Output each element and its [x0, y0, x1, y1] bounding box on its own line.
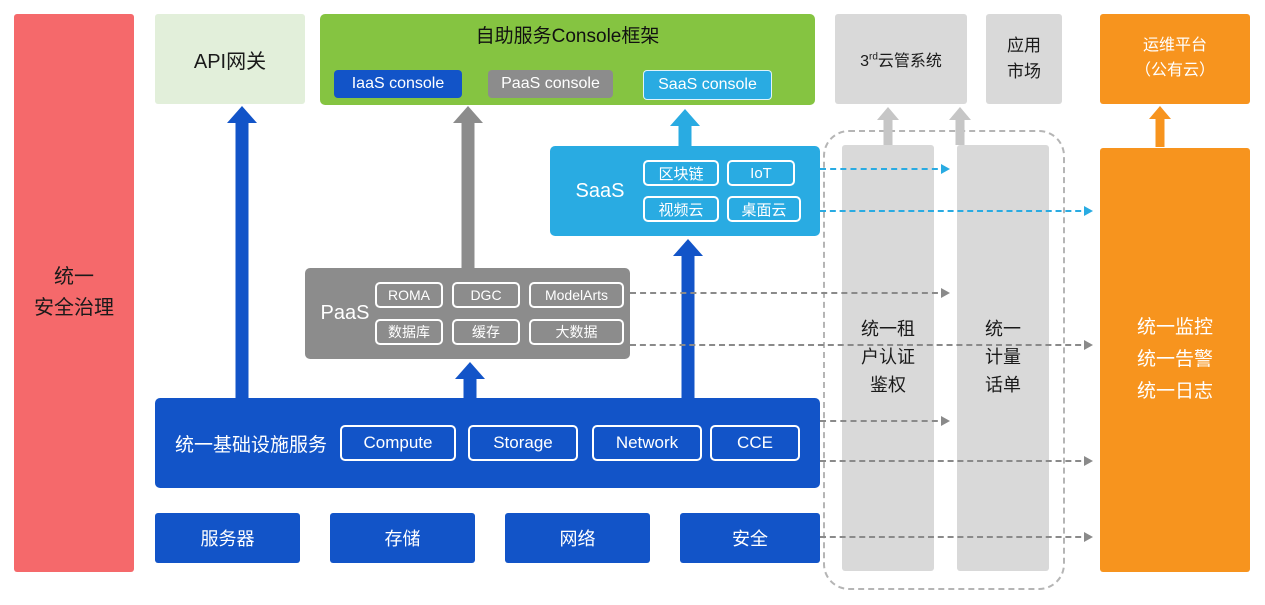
infra-item-network: Network — [592, 425, 702, 461]
saas-box: SaaS 区块链 IoT 视频云 桌面云 — [550, 146, 820, 236]
infra-item-storage: Storage — [468, 425, 578, 461]
infra-item-cce: CCE — [710, 425, 800, 461]
shared-services-frame — [823, 130, 1065, 590]
saas-console-chip: SaaS console — [643, 70, 772, 100]
hardware-server-box: 服务器 — [155, 513, 300, 563]
saas-item-desktop-cloud: 桌面云 — [727, 196, 801, 222]
saas-to-auth-dashed-arrow — [820, 164, 950, 174]
third-party-cloud-mgmt-box: 3rd云管系统 — [835, 14, 967, 104]
paas-to-auth-dashed-arrow — [630, 288, 950, 298]
tenant-auth-bar: 统一租 户认证 鉴权 — [842, 145, 934, 571]
security-to-monitor-dashed-arrow — [820, 532, 1093, 542]
auth-to-cloudmgmt-arrow — [877, 107, 899, 145]
hardware-network-box: 网络 — [505, 513, 650, 563]
hardware-storage-box: 存储 — [330, 513, 475, 563]
security-governance-bar: 统一 安全治理 — [14, 14, 134, 572]
console-framework-box: 自助服务Console框架 IaaS console PaaS console … — [320, 14, 815, 105]
console-framework-title: 自助服务Console框架 — [475, 26, 660, 47]
om-platform-box: 运维平台 （公有云） — [1100, 14, 1250, 104]
paas-box: PaaS ROMA DGC ModelArts 数据库 缓存 大数据 — [305, 268, 630, 359]
paas-item-cache: 缓存 — [452, 319, 520, 345]
paas-to-monitor-dashed-arrow — [630, 340, 1093, 350]
monitor-to-om-platform-arrow — [1149, 106, 1171, 147]
paas-item-roma: ROMA — [375, 282, 443, 308]
infra-item-compute: Compute — [340, 425, 456, 461]
infra-to-saas-arrow — [673, 239, 703, 398]
infra-to-paas-arrow — [455, 362, 485, 398]
saas-item-iot: IoT — [727, 160, 795, 186]
app-market-box: 应用 市场 — [986, 14, 1062, 104]
paas-console-chip: PaaS console — [488, 70, 613, 98]
infra-to-api-gateway-arrow — [227, 106, 257, 398]
paas-item-database: 数据库 — [375, 319, 443, 345]
saas-label: SaaS — [575, 179, 625, 202]
api-gateway-box: API网关 — [155, 14, 305, 104]
paas-to-console-arrow — [453, 106, 483, 268]
hardware-security-box: 安全 — [680, 513, 820, 563]
third-party-cloud-mgmt-label: 3rd云管系统 — [860, 51, 942, 70]
infra-to-auth-dashed-arrow — [820, 416, 950, 426]
paas-item-dgc: DGC — [452, 282, 520, 308]
saas-to-console-arrow — [670, 109, 700, 146]
billing-to-cloudmgmt-arrow — [949, 107, 971, 145]
monitoring-alarm-log-bar: 统一监控 统一告警 统一日志 — [1100, 148, 1250, 572]
paas-item-modelarts: ModelArts — [529, 282, 624, 308]
iaas-console-chip: IaaS console — [334, 70, 462, 98]
infrastructure-label: 统一基础设施服务 — [174, 434, 327, 456]
infra-to-monitor-dashed-arrow — [820, 456, 1093, 466]
saas-to-monitor-dashed-arrow — [820, 206, 1093, 216]
paas-item-bigdata: 大数据 — [529, 319, 624, 345]
infrastructure-box: 统一基础设施服务 Compute Storage Network CCE — [155, 398, 820, 488]
saas-item-blockchain: 区块链 — [643, 160, 719, 186]
saas-item-video-cloud: 视频云 — [643, 196, 719, 222]
metering-billing-bar: 统一 计量 话单 — [957, 145, 1049, 571]
paas-label: PaaS — [320, 302, 370, 324]
